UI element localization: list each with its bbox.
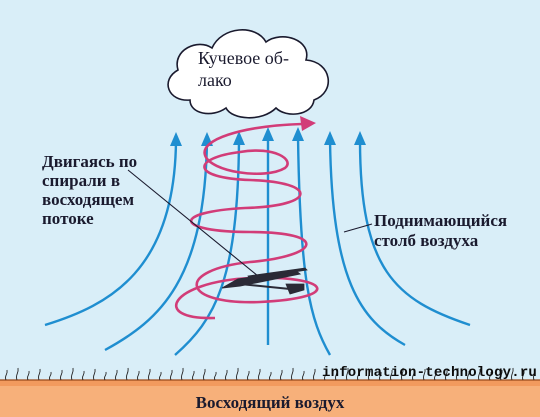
grass-tuft xyxy=(104,371,107,381)
grass-tuft xyxy=(159,371,162,381)
arrow-up-icon xyxy=(170,132,182,146)
grass-tuft xyxy=(236,367,239,381)
grass-tuft xyxy=(401,367,404,381)
grass-tuft xyxy=(126,367,129,381)
grass-tuft xyxy=(522,370,525,381)
cloud-label-line: Кучевое об- xyxy=(198,48,289,68)
airflow-line xyxy=(104,139,209,352)
grass-tuft xyxy=(412,370,415,381)
grass-tuft xyxy=(148,368,151,381)
airflow-lines xyxy=(44,135,471,356)
ground-fill xyxy=(0,380,540,417)
grass-tuft xyxy=(225,369,228,381)
spiral-flight-path xyxy=(175,122,319,320)
grass-tuft xyxy=(93,368,96,381)
grass-tuft xyxy=(49,371,52,381)
grass-tuft xyxy=(192,370,195,381)
grass-tuft xyxy=(258,368,261,381)
grass-tuft xyxy=(379,371,382,381)
spiral-label: Двигаясь по спирали в восходящем потоке xyxy=(42,152,137,228)
arrow-up-icon xyxy=(262,127,274,141)
grass-tuft xyxy=(203,368,206,381)
grass-tuft xyxy=(467,370,470,381)
spiral-label-line: спирали в xyxy=(42,171,121,190)
grass-tuft xyxy=(335,369,338,381)
cloud-label: Кучевое об- лако xyxy=(198,47,289,91)
grass-tuft xyxy=(170,369,173,381)
airflow-line xyxy=(44,139,178,327)
grass-tuft xyxy=(27,370,30,381)
airflow-line xyxy=(328,139,406,347)
grass-tuft xyxy=(313,368,316,381)
pointer-line xyxy=(343,223,373,233)
column-label: Поднимающийся столб воздуха xyxy=(374,211,507,251)
grass-tuft xyxy=(291,367,294,381)
grass-tuft xyxy=(82,370,85,381)
grass-tuft xyxy=(456,367,459,381)
grass-tuft xyxy=(16,367,19,381)
grass-tuft xyxy=(60,369,63,381)
arrow-up-icon xyxy=(354,131,366,145)
glider-icon xyxy=(221,267,308,295)
spiral-label-line: Двигаясь по xyxy=(42,152,138,171)
spiral-label-line: восходящем xyxy=(42,190,135,209)
grass-tuft xyxy=(434,371,437,381)
airflow-line xyxy=(174,139,241,356)
grass-marks xyxy=(5,367,536,381)
grass-tuft xyxy=(247,370,250,381)
grass-tuft xyxy=(445,369,448,381)
ground-band xyxy=(0,380,540,386)
grass-tuft xyxy=(214,371,217,381)
watermark-text: information-technology.ru xyxy=(322,365,538,381)
ground-label: Восходящий воздух xyxy=(195,393,345,412)
grass-tuft xyxy=(181,367,184,381)
grass-tuft xyxy=(115,369,118,381)
grass-tuft xyxy=(390,369,393,381)
grass-tuft xyxy=(280,369,283,381)
arrow-up-icon xyxy=(233,131,245,145)
grass-tuft xyxy=(38,368,41,381)
cloud-shape xyxy=(167,29,330,119)
airflow-line xyxy=(358,139,471,327)
grass-tuft xyxy=(500,369,503,381)
column-label-line: Поднимающийся xyxy=(374,211,508,230)
spiral-label-line: потоке xyxy=(42,209,94,228)
column-label-line: столб воздуха xyxy=(374,231,479,250)
grass-tuft xyxy=(137,370,140,381)
arrow-up-icon xyxy=(292,127,304,141)
arrow-right-icon xyxy=(300,116,316,131)
grass-tuft xyxy=(489,371,492,381)
arrow-up-icon xyxy=(324,131,336,145)
pointer-line xyxy=(127,169,259,277)
grass-tuft xyxy=(324,371,327,381)
grass-tuft xyxy=(423,368,426,381)
cloud-label-line: лако xyxy=(198,70,232,90)
grass-tuft xyxy=(269,371,272,381)
airflow-line xyxy=(296,135,332,356)
grass-tuft xyxy=(302,370,305,381)
grass-tuft xyxy=(346,367,349,381)
grass-tuft xyxy=(71,367,74,381)
ground xyxy=(0,367,540,417)
grass-tuft xyxy=(368,368,371,381)
grass-tuft xyxy=(5,369,8,381)
grass-tuft xyxy=(478,368,481,381)
grass-tuft xyxy=(511,367,514,381)
grass-tuft xyxy=(533,368,536,381)
grass-tuft xyxy=(357,370,360,381)
